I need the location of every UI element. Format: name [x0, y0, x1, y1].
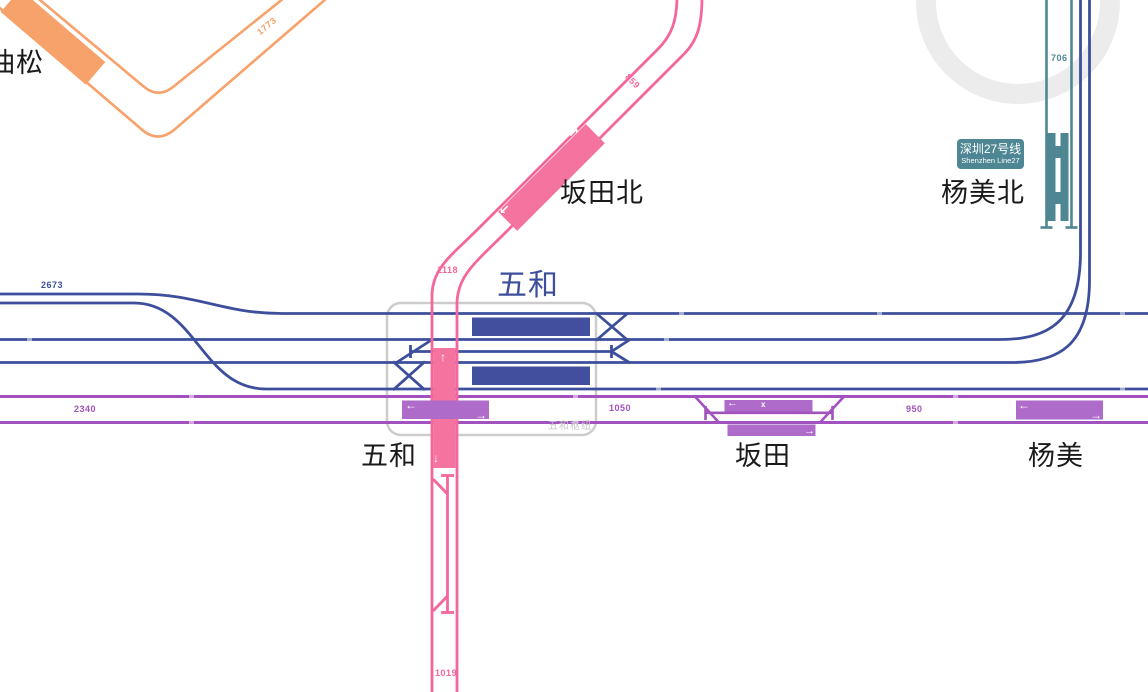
pink-stub-diagonals	[431, 478, 449, 612]
station-label-yousong: 油松	[0, 48, 44, 78]
arrow-wuhe-purple-right: →	[475, 408, 487, 422]
purple-line	[0, 395, 1148, 424]
blue-track-4	[0, 301, 1148, 391]
station-label-wuhe-purple: 五和	[361, 441, 417, 471]
arrow-bantian-north-down: ↙	[499, 202, 510, 217]
bantian-siding	[694, 395, 845, 424]
bantian-crossover-left	[694, 395, 720, 424]
blue-scissors-right	[595, 311, 629, 342]
blue-track-3	[0, 0, 1091, 364]
chainage-ticks	[27, 312, 1125, 425]
arrow-wuhe-pink-down: ↓	[433, 451, 439, 465]
wuhe-hub-boundary	[385, 301, 598, 437]
yangmei-north-platform	[1047, 133, 1069, 221]
marker-bantian-x: x	[761, 400, 766, 409]
pink-rail-right	[455, 0, 704, 692]
bantian-crossover-right	[819, 395, 845, 424]
arrow-wuhe-pink-up: ↑	[440, 350, 446, 364]
blue-scissors-left	[392, 360, 426, 392]
hub-label-wuhe: 五和枢纽	[548, 421, 592, 432]
purple-stations	[402, 395, 1103, 436]
line27-badge-en: Shenzhen Line27	[961, 156, 1020, 166]
orange-line	[0, 0, 327, 138]
blue-crossover-left-diagonal	[394, 337, 434, 365]
orange-rail-outer	[0, 0, 327, 138]
bantian-north-platform	[498, 124, 605, 231]
station-label-yangmei: 杨美	[1028, 441, 1084, 471]
blue-mainline	[0, 0, 1148, 392]
bantian-platform-lower	[727, 424, 816, 436]
pink-rail-left	[430, 0, 679, 692]
distance-purple-1050: 1050	[609, 403, 632, 413]
yangmei-platform	[1016, 400, 1103, 420]
distance-teal-706: 706	[1051, 53, 1068, 63]
distance-purple-950: 950	[906, 404, 923, 414]
bantian-platform-upper	[724, 400, 813, 412]
distance-purple-2340: 2340	[74, 404, 97, 414]
arrow-yangmei-left: ←	[1018, 398, 1030, 412]
arrow-bantian-right: →	[804, 425, 815, 437]
blue-crossover-right-fan	[610, 338, 631, 365]
orange-rail-inner	[37, 0, 284, 95]
arrow-bantian-left: ←	[727, 397, 738, 409]
arrow-bantian-north-up: ↗	[568, 125, 579, 140]
background-ring	[916, 0, 1120, 104]
line27-badge-cn: 深圳27号线	[959, 142, 1022, 157]
yousong-platform	[0, 0, 106, 85]
station-label-yangmei-north: 杨美北	[941, 178, 1025, 208]
wuhe-blue-platform-upper	[472, 317, 590, 336]
station-label-bantian: 坂田	[735, 441, 791, 471]
station-label-wuhe-blue: 五和	[497, 269, 559, 302]
teal-line	[1040, 0, 1078, 229]
distance-pink-1118: 1118	[437, 265, 459, 275]
station-label-bantian-north: 坂田北	[560, 178, 644, 208]
wuhe-purple-platform	[402, 400, 489, 419]
distance-blue-2673: 2673	[41, 280, 64, 290]
distance-pink-1019: 1019	[435, 668, 458, 678]
arrow-yangmei-right: →	[1090, 408, 1102, 422]
line27-badge: 深圳27号线 Shenzhen Line27	[957, 139, 1024, 169]
blue-track-1	[0, 292, 1148, 315]
pink-line	[430, 0, 704, 692]
wuhe-blue-platform-lower	[472, 366, 590, 385]
blue-track-2	[0, 0, 1082, 341]
arrow-wuhe-purple-left: ←	[405, 398, 417, 412]
